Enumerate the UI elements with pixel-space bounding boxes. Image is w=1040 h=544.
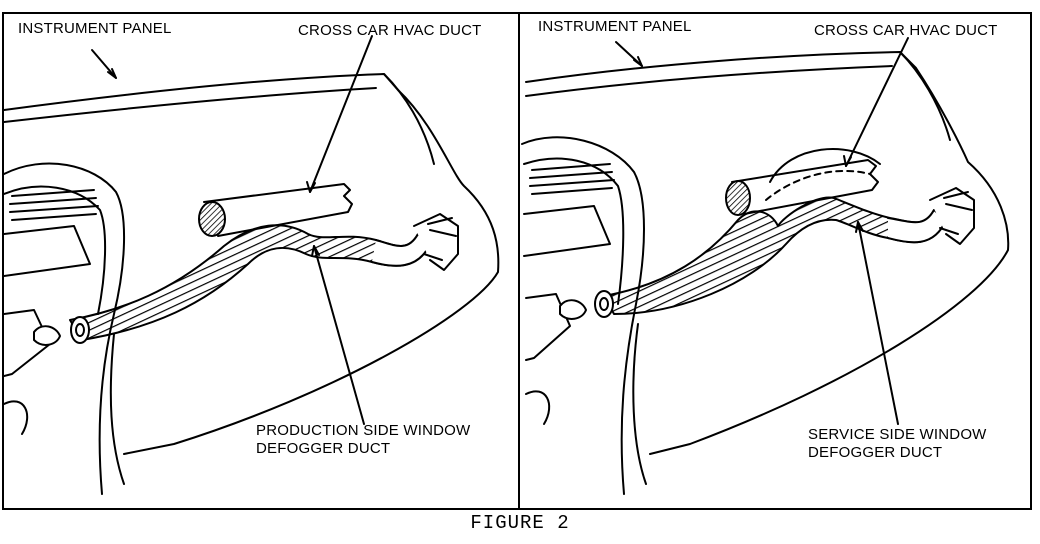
cross-car-duct-label: CROSS CAR HVAC DUCT: [298, 22, 482, 39]
defogger-duct-label-line1: PRODUCTION SIDE WINDOW: [256, 422, 471, 439]
production-duct-illustration: [4, 35, 500, 495]
instrument-panel-label: INSTRUMENT PANEL: [538, 18, 692, 35]
defogger-duct-label-line2: DEFOGGER DUCT: [256, 440, 391, 457]
figure-caption: FIGURE 2: [470, 512, 570, 534]
instrument-panel-label: INSTRUMENT PANEL: [18, 20, 172, 37]
service-duct-panel: INSTRUMENT PANEL CROSS CAR HVAC DUCT SER…: [518, 12, 1032, 510]
production-duct-panel: INSTRUMENT PANEL CROSS CAR HVAC DUCT PRO…: [2, 12, 520, 510]
service-defogger-hose: [603, 196, 947, 315]
instrument-panel-outline: [4, 73, 500, 455]
defogger-duct-label-line1: SERVICE SIDE WINDOW: [808, 426, 987, 443]
service-duct-illustration: [521, 37, 1010, 495]
cross-car-duct-label: CROSS CAR HVAC DUCT: [814, 22, 998, 39]
defogger-duct-label-line2: DEFOGGER DUCT: [808, 444, 943, 461]
instrument-panel-outline: [525, 51, 1010, 455]
cross-car-duct-shape: [203, 183, 353, 237]
